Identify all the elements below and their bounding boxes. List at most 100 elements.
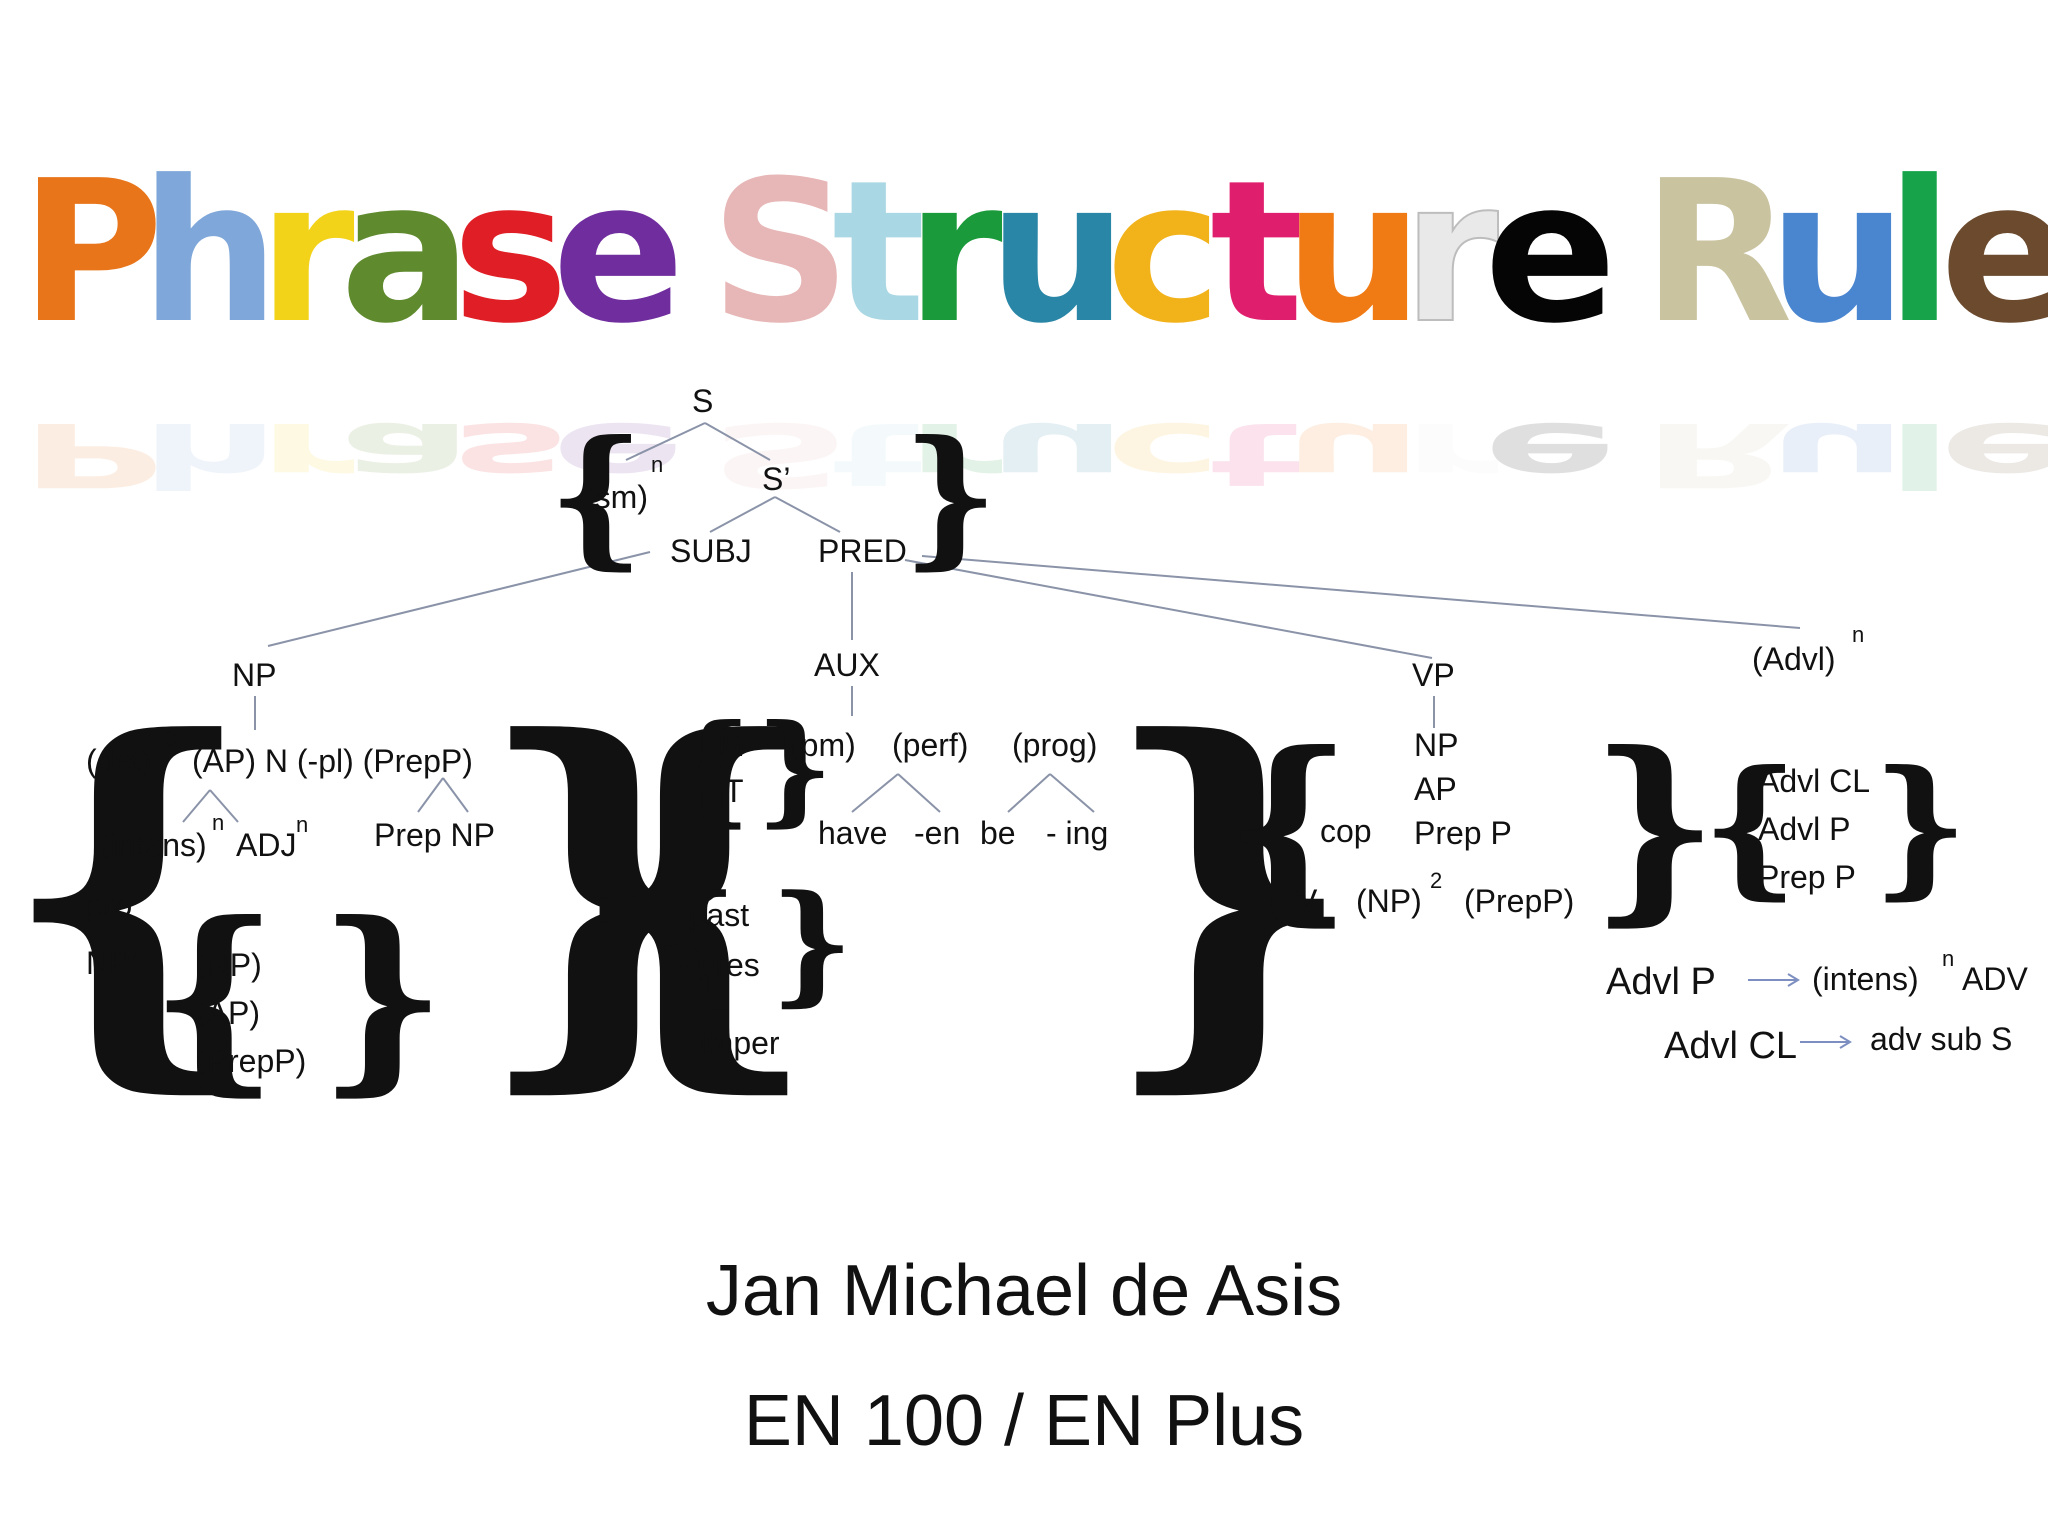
title: PPhhrraasseeSSttrruuccttuurreeRRuullee [20, 138, 2048, 506]
title-letter-reflection: r [906, 403, 1003, 506]
title-letter-reflection: S [710, 403, 851, 506]
edge-ap-intens [182, 789, 211, 823]
edge-perf-have [851, 773, 899, 813]
brace-tense-right: } [770, 866, 854, 1019]
np-pro: pro [86, 887, 132, 923]
node-s-prime: S’ [762, 461, 790, 497]
edge-pred-advl [921, 555, 1801, 629]
title-letter-reflection: P [20, 403, 164, 506]
np-intens: (intens) [100, 827, 207, 863]
title-letter: R [1642, 139, 1793, 367]
node-pred: PRED [818, 533, 907, 569]
edge-prog-be [1007, 773, 1051, 813]
edge-sprime-subj [709, 496, 776, 533]
author-name: Jan Michael de Asis [705, 1251, 1343, 1331]
brace-top-left: { [548, 408, 644, 584]
title-letter: c [1106, 139, 1222, 367]
title-letter: u [1768, 139, 1908, 367]
node-sm-sup: n [651, 452, 663, 477]
title-wordart: PPhhrraasseeSSttrruuccttuurreeRRuullee [20, 138, 2048, 506]
title-letter: P [20, 139, 164, 367]
title-letter: r [258, 139, 355, 367]
brace-npprime-right: } [318, 879, 447, 1114]
rule-advl-p-sup: n [1942, 946, 1954, 971]
edge-pred-vp [904, 559, 1433, 659]
vp-np2: (NP) [1356, 883, 1422, 919]
title-letter-reflection: e [1484, 403, 1617, 506]
node-np: NP [232, 657, 276, 693]
advl-cl: Advl CL [1758, 763, 1870, 799]
node-vp: VP [1412, 657, 1455, 693]
edge-sprime-pred [774, 496, 841, 533]
aux-past: -past [678, 897, 749, 933]
brace-npprime-left: { [150, 879, 279, 1114]
course-name: EN 100 / EN Plus [743, 1381, 1305, 1461]
title-letter-reflection: e [1940, 403, 2048, 506]
rule-advl-cl-lhs: Advl CL [1664, 1025, 1797, 1067]
title-letter-reflection: s [452, 403, 569, 506]
title-letter-reflection: c [1106, 403, 1222, 506]
brace-vp-right: } [1590, 709, 1719, 944]
title-letter: t [832, 139, 926, 367]
vp-np: NP [1414, 727, 1458, 763]
brace-aux-left: { [566, 655, 823, 1125]
brace-vp-left: { [1224, 709, 1353, 944]
np-det: (det) [86, 743, 152, 779]
title-letter-reflection: t [832, 403, 926, 506]
edge-s-sprime [704, 422, 771, 461]
brace-top-right: } [902, 408, 998, 584]
np-det-sup: 3 [164, 726, 176, 751]
vp-np2-sup: 2 [1430, 868, 1442, 893]
edge-prog-ing [1049, 773, 1095, 813]
title-letter-reflection: R [1642, 403, 1793, 506]
title-letter: l [1886, 139, 1953, 367]
aux-be: be [980, 815, 1016, 851]
title-letter-reflection: t [1210, 403, 1304, 506]
title-letter-reflection: u [1284, 403, 1424, 506]
aux-t: T [724, 773, 744, 809]
vp-prep-p: Prep P [1414, 815, 1512, 851]
aux-ing: - ing [1046, 815, 1108, 851]
edge-prepp-np [442, 777, 469, 813]
node-advl-sup: n [1852, 622, 1864, 647]
title-letter: u [1284, 139, 1424, 367]
edge-subj-np [267, 551, 651, 647]
title-letter: u [988, 139, 1128, 367]
aux-m: M [718, 727, 745, 763]
np-opt-ap: (AP) [196, 995, 260, 1031]
aux-perf: (perf) [892, 727, 968, 763]
title-letter: e [1484, 139, 1617, 367]
advl-p: Advl P [1758, 811, 1850, 847]
title-letter: s [452, 139, 569, 367]
vp-ap: AP [1414, 771, 1457, 807]
rule-advl-p-rhs: (intens) [1812, 961, 1919, 997]
title-letter-reflection: h [140, 403, 280, 506]
node-advl: (Advl) [1752, 641, 1836, 677]
brace-np-left: { [0, 655, 257, 1125]
brace-mt-right: } [756, 698, 833, 839]
np-intens-sup: n [212, 810, 224, 835]
rule-advl-p-arrowhead [1787, 973, 1800, 987]
np-opt-prepp: (PrepP) [196, 1043, 306, 1079]
brace-aux-right: } [1100, 655, 1357, 1125]
brace-advl-left: { [1702, 738, 1798, 914]
node-subj: SUBJ [670, 533, 752, 569]
node-s: S [692, 383, 713, 419]
np-rest: (AP) N (-pl) (PrepP) [192, 743, 473, 779]
title-letter: a [340, 139, 472, 367]
title-letter-reflection: e [552, 403, 685, 506]
rule-advl-cl-rhs: adv sub S [1870, 1021, 2012, 1057]
title-letter-reflection: r [1402, 403, 1499, 506]
aux-have: have [818, 815, 887, 851]
aux-pres: - pres [678, 947, 760, 983]
rule-advl-p-adv: ADV [1962, 961, 2028, 997]
title-letter: e [552, 139, 685, 367]
title-letter: h [140, 139, 280, 367]
node-aux: AUX [814, 647, 880, 683]
np-opt-np: (NP) [196, 947, 262, 983]
brace-tense-left: { [654, 866, 738, 1019]
aux-pm: (pm) [790, 727, 856, 763]
title-letter: S [710, 139, 851, 367]
vp-cop: cop [1320, 813, 1372, 849]
